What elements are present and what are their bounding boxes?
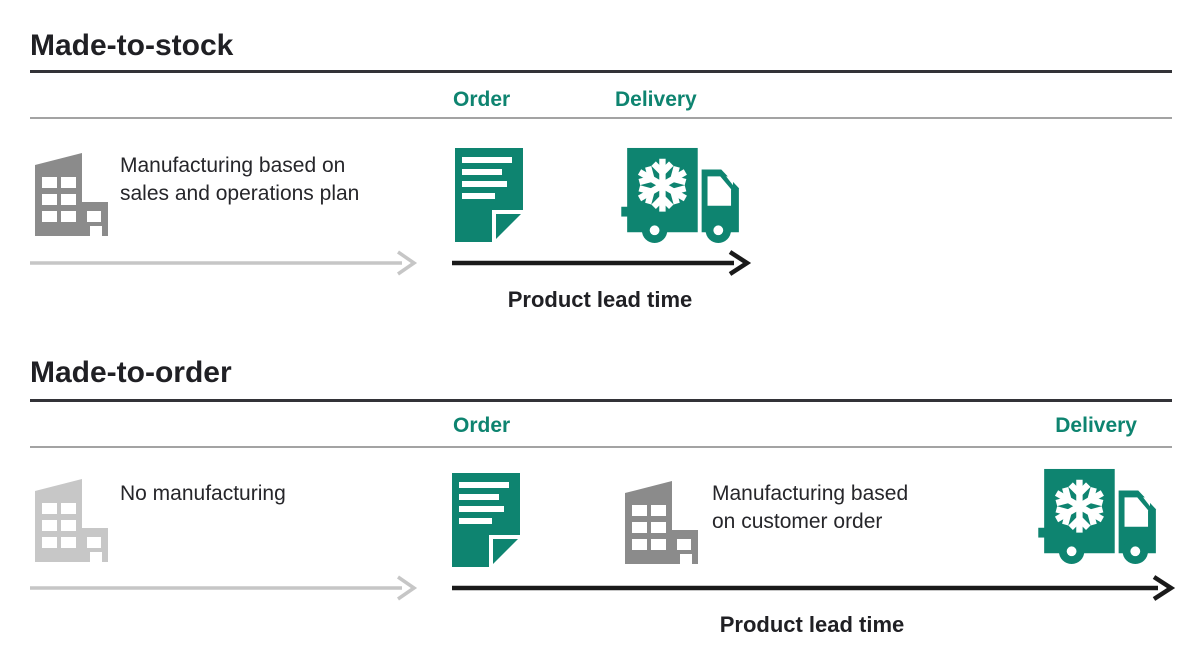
section-title-made-to-order: Made-to-order bbox=[30, 356, 232, 389]
lead-time-arrow bbox=[452, 250, 752, 276]
lead-time-label: Product lead time bbox=[507, 287, 693, 312]
pre-order-timeline-arrow bbox=[30, 575, 418, 601]
order-label: Order bbox=[453, 88, 511, 111]
refrigerated-delivery-truck-icon bbox=[621, 146, 747, 244]
order-label: Order bbox=[453, 414, 511, 437]
lead-time-label: Product lead time bbox=[719, 612, 905, 637]
factory-building-icon bbox=[30, 152, 108, 236]
pre-order-timeline-arrow bbox=[30, 250, 418, 276]
order-document-icon bbox=[455, 148, 523, 242]
factory-building-icon-inactive bbox=[30, 478, 108, 562]
section-divider bbox=[30, 70, 1172, 73]
section-title-made-to-stock: Made-to-stock bbox=[30, 29, 234, 62]
lead-time-arrow bbox=[452, 575, 1176, 601]
factory-note: Manufacturing based on sales and operati… bbox=[120, 154, 360, 205]
factory-note: No manufacturing bbox=[120, 482, 286, 505]
mid-factory-note: Manufacturing based on customer order bbox=[712, 482, 909, 533]
factory-building-icon bbox=[620, 480, 698, 564]
delivery-label: Delivery bbox=[1055, 414, 1137, 437]
stage-divider bbox=[30, 446, 1172, 448]
refrigerated-delivery-truck-icon bbox=[1038, 467, 1164, 565]
section-divider bbox=[30, 399, 1172, 402]
delivery-label: Delivery bbox=[615, 88, 697, 111]
stage-divider bbox=[30, 117, 1172, 119]
order-document-icon bbox=[452, 473, 520, 567]
